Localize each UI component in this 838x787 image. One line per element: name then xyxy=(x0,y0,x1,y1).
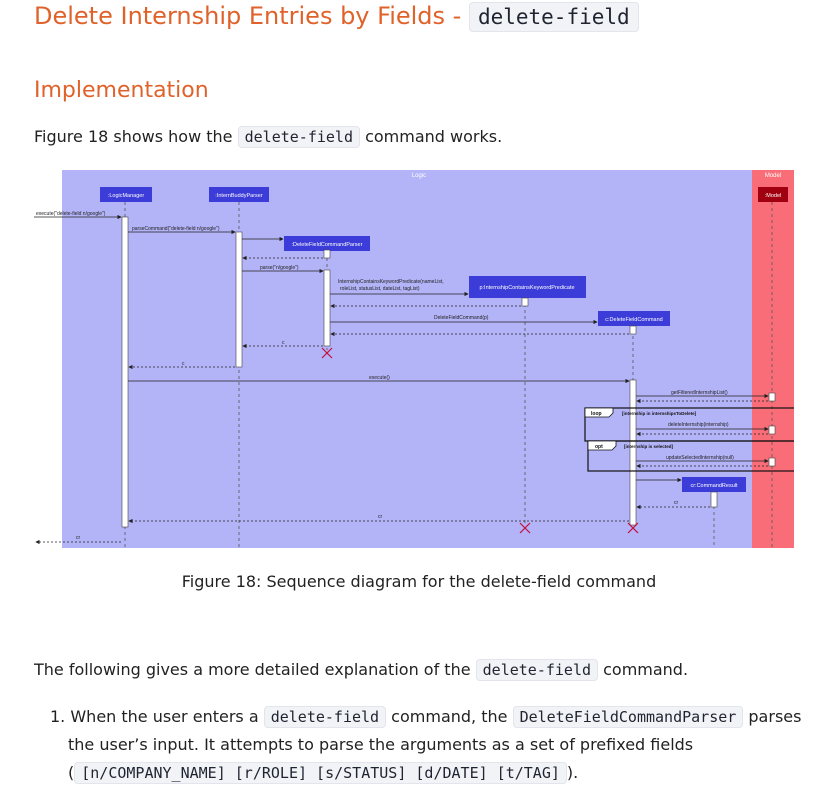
msg-cr-return-2: cr xyxy=(378,514,383,520)
participant-model xyxy=(758,187,788,202)
participant-model-label: :Model xyxy=(765,193,782,199)
logic-frame-label: Logic xyxy=(412,173,426,179)
msg-get-filtered: getFilteredInternshipList() xyxy=(671,390,728,396)
participant-result xyxy=(682,477,746,492)
intro-text-after: command works. xyxy=(359,127,503,146)
msg-parse: parse("n/google") xyxy=(260,265,299,271)
explanation-code: delete-field xyxy=(475,659,599,681)
figure-caption: Figure 18: Sequence diagram for the dele… xyxy=(181,572,657,591)
list-item-code-1: delete-field xyxy=(263,706,387,728)
opt-fragment-tag xyxy=(587,440,617,451)
explanation-text-after: command. xyxy=(598,660,689,679)
participant-logicmanager xyxy=(100,187,152,202)
list-item-text-4: ). xyxy=(566,763,579,782)
page-heading: Delete Internship Entries by Fields - de… xyxy=(34,2,639,32)
explanation-paragraph: The following gives a more detailed expl… xyxy=(34,658,688,682)
msg-dfc-ctor: DeleteFieldCommand(p) xyxy=(434,315,489,321)
msg-execute-call: execute("delete-field n/google") xyxy=(36,211,106,217)
participant-parser-label: :InternBuddyParser xyxy=(215,193,263,199)
msg-delete-internship: deleteInternship(internship) xyxy=(668,422,729,428)
list-item-text-3: parses the user’s input. It attempts to … xyxy=(68,707,802,782)
logic-frame xyxy=(62,170,752,548)
list-item-text-1: When the user enters a xyxy=(70,707,264,726)
page-heading-code: delete-field xyxy=(468,2,639,32)
loop-label: loop xyxy=(591,411,602,417)
msg-c-return-1: c xyxy=(282,340,285,346)
msg-execute: execute() xyxy=(369,375,390,381)
intro-paragraph: Figure 18 shows how the delete-field com… xyxy=(34,125,502,149)
model-frame xyxy=(752,170,794,548)
list-item-text-2: command, the xyxy=(386,707,513,726)
msg-update-selected: updateSelectedInternship(null) xyxy=(666,455,734,461)
loop-guard: [internship in internshipsToDelete] xyxy=(622,411,697,416)
participant-dfc-parser-label: :DeleteFieldCommandParser xyxy=(292,242,363,248)
section-heading: Implementation xyxy=(34,78,209,103)
participant-result-label: cr:CommandResult xyxy=(690,483,738,489)
intro-code: delete-field xyxy=(237,126,360,148)
loop-fragment-tag xyxy=(584,407,614,418)
msg-predicate-ctor-2: roleList, statusList, dateList, tagList) xyxy=(340,286,420,292)
msg-cr-return-1: cr xyxy=(674,500,679,506)
participant-dfc-parser xyxy=(284,236,370,251)
participant-predicate-label: p:InternshipContainsKeywordPredicate xyxy=(479,285,574,291)
list-item-number: 1. xyxy=(50,707,66,726)
msg-cr-return-3: cr xyxy=(76,535,81,541)
sequence-diagram: Logic Model :LogicManager :InternBuddyPa… xyxy=(34,170,802,548)
msg-parse-command: parseCommand("delete-field n/google") xyxy=(132,226,220,232)
explanation-list: 1. When the user enters a delete-field c… xyxy=(50,703,810,787)
model-frame-label: Model xyxy=(765,173,781,179)
participant-predicate xyxy=(469,276,586,298)
opt-label: opt xyxy=(595,444,603,450)
explanation-text-before: The following gives a more detailed expl… xyxy=(34,660,476,679)
opt-guard: [internship is selected] xyxy=(624,444,674,449)
msg-c-return-2: c xyxy=(182,361,185,367)
participant-logicmanager-label: :LogicManager xyxy=(108,193,145,199)
page-heading-text: Delete Internship Entries by Fields - xyxy=(34,2,469,30)
list-item-code-3: [n/COMPANY_NAME] [r/ROLE] [s/STATUS] [d/… xyxy=(74,762,567,784)
participant-dfc-label: c:DeleteFieldCommand xyxy=(605,317,662,323)
intro-text-before: Figure 18 shows how the xyxy=(34,127,238,146)
msg-predicate-ctor-1: InternshipContainsKeywordPredicate(nameL… xyxy=(338,279,444,285)
list-item: 1. When the user enters a delete-field c… xyxy=(50,703,810,787)
participant-dfc xyxy=(598,311,670,326)
participant-parser xyxy=(209,187,269,202)
sequence-diagram-svg: Logic Model :LogicManager :InternBuddyPa… xyxy=(34,170,802,548)
list-item-code-2: DeleteFieldCommandParser xyxy=(512,706,744,728)
